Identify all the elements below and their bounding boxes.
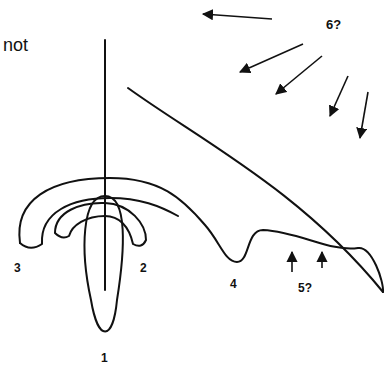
axis-line: [104, 40, 106, 290]
arrow: [240, 44, 303, 72]
arrow: [321, 252, 323, 268]
callout-number: 5?: [298, 282, 312, 294]
callout-number: 4: [230, 278, 237, 290]
callout-number: 2: [140, 262, 147, 274]
arrow: [203, 14, 272, 19]
arrow: [330, 76, 348, 116]
arrow: [291, 252, 293, 272]
loop: [85, 196, 123, 332]
callout-number: 3: [14, 262, 21, 274]
horseshoe-small: [55, 203, 146, 246]
body-outline: [19, 178, 383, 292]
arrow: [276, 56, 322, 94]
arrow: [360, 92, 368, 138]
horseshoe-inner: [20, 198, 178, 248]
callout-number: 1: [101, 352, 108, 364]
callout-number: 6?: [326, 18, 341, 31]
note-text: not: [3, 36, 28, 54]
